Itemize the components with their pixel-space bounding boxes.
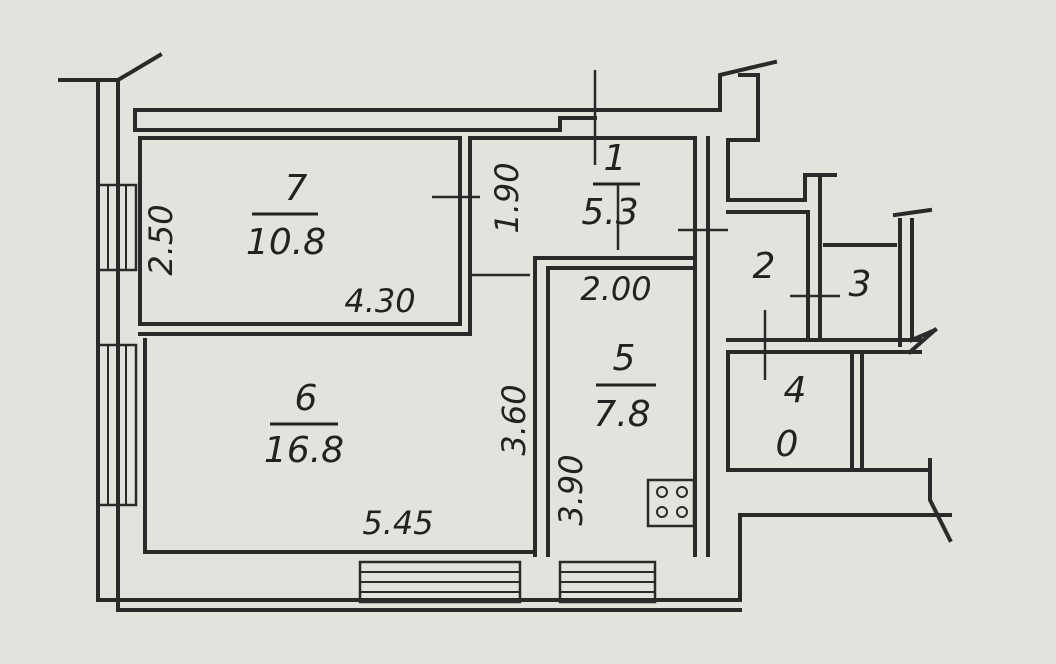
room-5-walls <box>533 256 697 557</box>
dim-kitchen-depth: 3.90 <box>552 454 590 525</box>
dim-room7-width: 4.30 <box>344 282 415 320</box>
room-7-area: 10.8 <box>246 222 326 263</box>
room-5-number: 5 <box>613 338 636 379</box>
room-2-number: 2 <box>753 246 776 287</box>
room-6-number: 6 <box>295 378 318 419</box>
dim-room6-depth: 3.60 <box>495 384 533 455</box>
room-4-area: 0 <box>776 424 799 465</box>
room-6-area: 16.8 <box>264 430 344 471</box>
door-marks <box>432 70 840 380</box>
room-4-label: 4 0 <box>776 370 807 465</box>
room-5-label: 5 7.8 <box>593 338 656 435</box>
room-1-area: 5.3 <box>581 192 638 233</box>
room-3-number: 3 <box>849 264 872 305</box>
room-7-label: 7 10.8 <box>246 168 326 263</box>
stove <box>646 478 696 528</box>
room-6-label: 6 16.8 <box>264 378 344 471</box>
room-1-number: 1 <box>604 138 627 179</box>
room-4-number: 4 <box>784 370 807 411</box>
room-7-walls <box>138 136 472 336</box>
windows <box>96 183 657 604</box>
dim-kitchen-top: 2.00 <box>580 270 651 308</box>
dim-corridor-width: 1.90 <box>488 162 526 233</box>
dim-room7-depth: 2.50 <box>142 204 180 275</box>
dim-room6-width: 5.45 <box>362 504 433 542</box>
room-5-area: 7.8 <box>593 394 650 435</box>
room-1-label: 1 5.3 <box>581 138 640 233</box>
room-7-number: 7 <box>285 168 308 209</box>
room-6-walls <box>143 338 537 554</box>
utility-rooms-walls <box>726 210 922 472</box>
